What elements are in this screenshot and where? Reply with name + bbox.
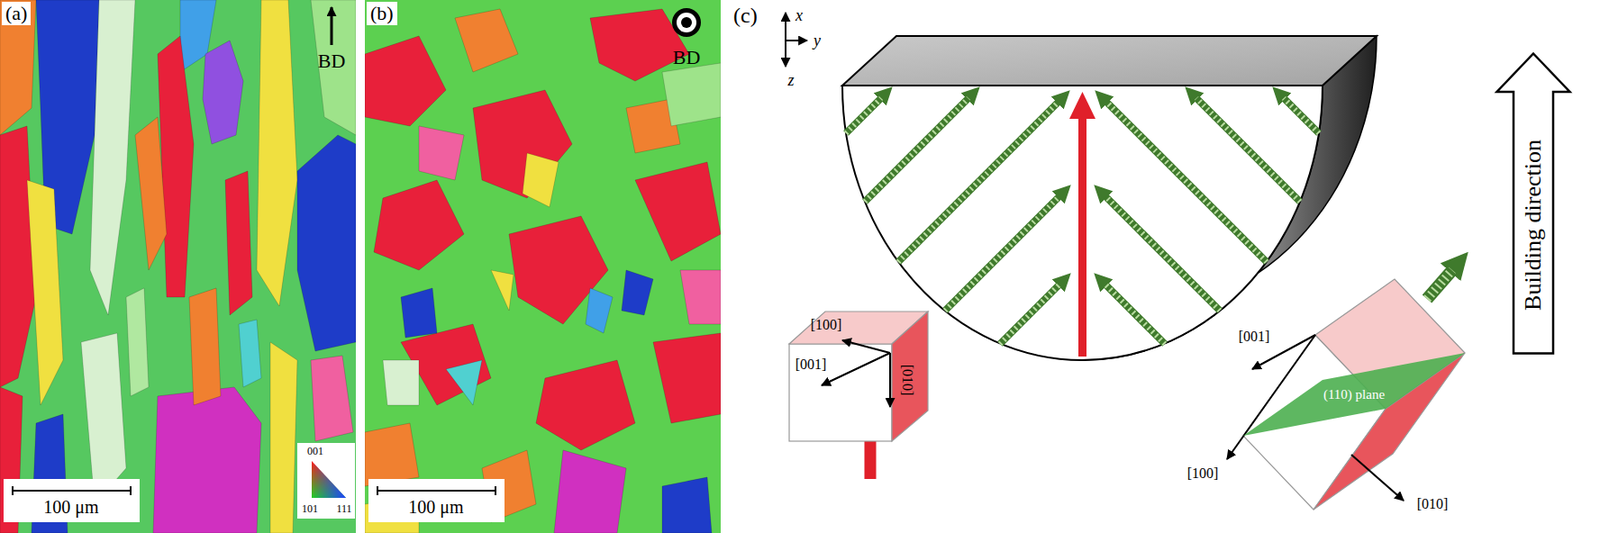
direction-index: [010] [1417,496,1449,513]
node-text: Building direction [1520,139,1547,311]
ipf-triangle-blue [311,461,346,499]
arrow-outline [1497,54,1571,355]
red-growth-arrow [1078,115,1087,357]
axis-label: y [813,32,821,51]
direction-label: BD [672,46,701,69]
crystal-plane: (110) plane [1243,353,1465,437]
scale-bar-box [3,479,140,523]
ipf-key-box [297,443,355,519]
scale-bar-label: 100 μm [408,497,464,518]
bd-symbol [681,17,692,28]
growth-arrow [1427,270,1453,300]
bd-symbol [676,12,697,33]
crystal-axes [821,340,891,408]
panel-label: (a) [1,1,31,26]
melt-pool-top [842,36,1377,86]
scale-bar-box [368,479,505,523]
node-text: (110) plane [1323,387,1385,403]
bd-arrow [330,7,334,46]
scale-bar [377,486,496,496]
direction-arrow: Building direction [1495,52,1572,355]
panel-label: (c) [733,3,758,28]
bd-symbol [672,8,701,37]
ebsd-map-a [0,0,356,533]
growth-arrow [1427,270,1453,300]
plane-fill [1243,353,1465,437]
cube-face [891,311,928,442]
direction-index: [010] [899,364,916,397]
direction-index: [001] [1238,328,1271,346]
panel-label: (b) [366,1,398,26]
direction-index: [100] [1187,465,1219,482]
axis-label: x [795,7,803,26]
cube-face [789,344,892,442]
axis-label: z [787,72,794,91]
direction-label: BD [318,50,346,73]
scale-bar-label: 100 μm [43,497,99,518]
ipf-corner-label: 101 [301,503,319,516]
ebsd-map-b [364,0,721,533]
ipf-corner-label: 001 [307,445,324,458]
scale-bar [12,486,131,496]
direction-index: [100] [810,317,843,334]
ipf-triangle [311,461,346,499]
direction-index: [001] [795,356,828,373]
ipf-corner-label: 111 [336,503,352,516]
red-growth-arrow [1069,91,1096,119]
